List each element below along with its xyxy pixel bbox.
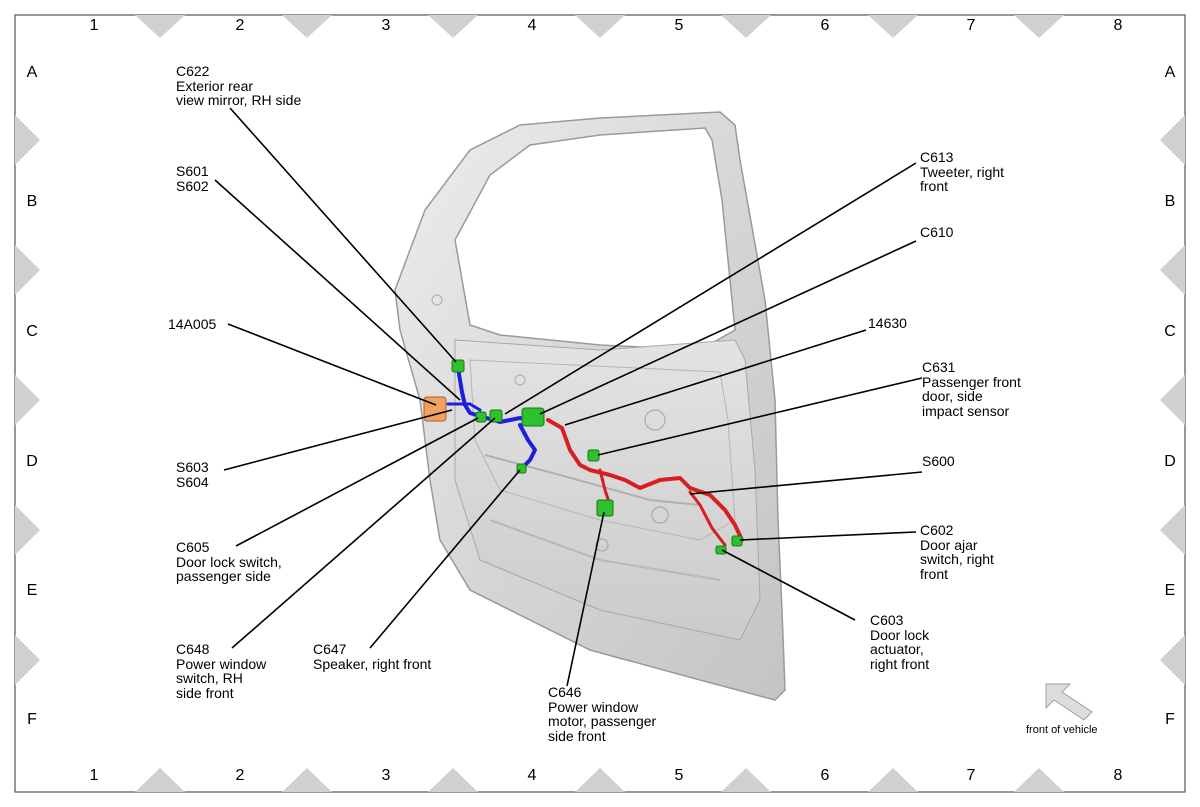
callout-c603-line: actuator, [870,641,924,657]
callout-c631-line: C631 [922,359,956,375]
grid-col-6-bottom: 6 [820,767,830,784]
grid-row-d-left: D [26,453,38,470]
grid-col-6-top: 6 [820,17,830,34]
callout-c647: C647 Speaker, right front [313,642,431,671]
grid-col-4-bottom: 4 [527,767,537,784]
callout-c631-line: Passenger front [922,373,1021,390]
callout-c610: C610 [920,225,953,240]
grid-row-f-left: F [27,711,37,728]
callout-c610-line: C610 [920,224,954,240]
callout-c646-line: side front [548,727,606,744]
front-arrow-icon [1045,683,1093,721]
callout-c602-line: Door ajar [920,536,978,553]
callout-c605: C605 Door lock switch, passenger side [176,540,282,584]
grid-col-4-top: 4 [527,17,537,34]
grid-col-8-top: 8 [1113,17,1123,34]
callout-c602: C602 Door ajar switch, right front [920,523,994,581]
callout-s603: S603 S604 [176,460,209,489]
grid-col-7-top: 7 [966,17,976,34]
callout-c613: C613 Tweeter, right front [920,150,1004,194]
callout-c613-line: front [920,178,949,194]
callout-c647-line: Speaker, right front [313,655,432,672]
callout-s603-line: S604 [176,473,209,490]
grid-row-c-right: C [1164,323,1176,340]
callout-c605-line: C605 [176,539,210,555]
callout-c648-line: C648 [176,641,210,657]
callout-c603: C603 Door lock actuator, right front [870,613,929,671]
connectors [451,359,743,555]
callout-s603-line: S603 [176,459,209,475]
callout-14630: 14630 [868,316,907,331]
callout-c646-line: Power window [548,698,639,715]
connector-c610 [521,407,545,427]
callout-c605-line: Door lock switch, [176,553,282,570]
callout-c646-line: C646 [548,684,582,700]
callout-14a005-line: 14A005 [168,316,217,332]
callout-c613-line: Tweeter, right [920,163,1005,180]
callout-c648-line: side front [176,684,234,701]
callout-c622-line: view mirror, RH side [176,92,302,108]
callout-s600-line: S600 [922,453,955,469]
front-of-vehicle-label: front of vehicle [1026,724,1098,736]
grid-row-c-left: C [26,323,38,340]
grid-col-5-top: 5 [674,17,684,34]
leader-lines [214,107,923,687]
grid-row-e-right: E [1164,582,1176,599]
callout-c602-line: C602 [920,522,954,538]
callout-c622: C622 Exterior rear view mirror, RH side [176,64,301,108]
callout-c648-line: switch, RH [176,670,243,686]
callout-c622-line: Exterior rear [176,77,254,94]
grid-col-3-top: 3 [381,17,391,34]
grid-col-3-bottom: 3 [381,767,391,784]
callout-c631-line: door, side [922,388,983,404]
grid-col-2-bottom: 2 [235,767,245,784]
callout-c613-line: C613 [920,149,954,165]
grid-row-b-right: B [1164,193,1176,210]
grid-row-b-left: B [26,193,38,210]
connector-c631 [587,449,600,462]
callout-c622-line: C622 [176,63,210,79]
callout-c646-line: motor, passenger [548,713,657,729]
grid-markers [15,15,1185,792]
callout-s601: S601 S602 [176,164,209,193]
callout-14a005: 14A005 [168,317,216,332]
callout-s601-line: S602 [176,177,209,194]
callout-c647-line: C647 [313,641,347,657]
connector-c602 [731,535,743,547]
grid-col-7-bottom: 7 [966,767,976,784]
callout-s600: S600 [922,454,955,469]
callout-c648: C648 Power window switch, RH side front [176,642,266,700]
connector-c622 [451,359,465,373]
connector-c603 [715,545,727,555]
grid-col-1-bottom: 1 [89,767,99,784]
door-illustration [394,111,786,701]
grid-row-a-left: A [26,64,38,81]
grid-col-8-bottom: 8 [1113,767,1123,784]
connector-c605 [475,411,487,423]
callout-c603-line: right front [870,655,930,672]
callout-c646: C646 Power window motor, passenger side … [548,685,656,743]
grid-col-2-top: 2 [235,17,245,34]
grid-row-a-right: A [1164,64,1176,81]
grid-col-5-bottom: 5 [674,767,684,784]
grid-row-f-right: F [1165,711,1175,728]
callout-c648-line: Power window [176,655,267,672]
callout-c603-line: C603 [870,612,904,628]
callout-14630-line: 14630 [868,315,907,331]
grid-row-d-right: D [1164,453,1176,470]
grid-row-e-left: E [26,582,38,599]
grid-col-1-top: 1 [89,17,99,34]
callout-c603-line: Door lock [870,626,930,643]
callout-c631: C631 Passenger front door, side impact s… [922,360,1021,418]
callout-c602-line: front [920,565,949,582]
wire-harness [446,366,744,547]
callout-c631-line: impact sensor [922,402,1010,419]
connector-c646 [596,499,614,517]
callout-s601-line: S601 [176,163,209,179]
callout-c605-line: passenger side [176,568,271,584]
callout-c602-line: switch, right [920,551,994,567]
